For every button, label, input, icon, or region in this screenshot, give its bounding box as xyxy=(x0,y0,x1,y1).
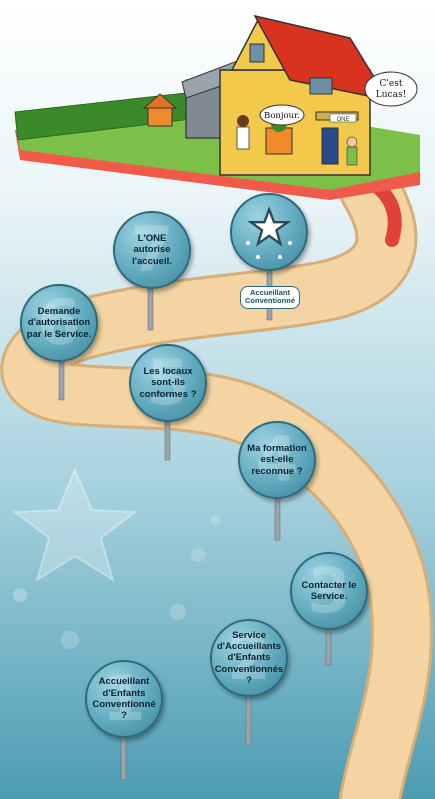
house-door xyxy=(321,127,339,165)
step-label: Ma formation est-elle reconnue ? xyxy=(247,442,307,477)
step-label: Contacter le Service. xyxy=(301,579,357,602)
doghouse-roof xyxy=(142,93,178,109)
house-window xyxy=(309,77,333,95)
person-body xyxy=(236,126,250,150)
step-number: 2 xyxy=(227,621,271,694)
person-head xyxy=(237,115,249,127)
step-number: 1 xyxy=(102,662,146,735)
step-sign-7: 7 L'ONE autorise l'accueil. xyxy=(113,211,191,289)
step-label: L'ONE autorise l'accueil. xyxy=(132,232,172,267)
doghouse xyxy=(147,105,173,127)
step-label: Les locaux sont-ils conformes ? xyxy=(139,365,197,400)
decorative-dot xyxy=(61,631,79,649)
step-sign-6: 6 Demande d'autorisation par le Service. xyxy=(20,284,98,362)
step-number: 4 xyxy=(255,423,299,496)
lucas-head xyxy=(346,136,358,148)
step-number: 6 xyxy=(37,286,81,359)
decorative-dot xyxy=(170,604,186,620)
step-number: 7 xyxy=(130,213,174,286)
speech-lucas-text-line1: C'est xyxy=(380,79,403,89)
final-goal-sign xyxy=(230,193,308,271)
step-number: 3 xyxy=(307,554,351,627)
step-label: Service d'Accueillants d'Enfants Convent… xyxy=(214,629,284,687)
step-sign-1: 1 Accueillant d'Enfants Conventionné ? xyxy=(85,660,163,738)
plaque xyxy=(329,113,357,123)
plaque-text: ONE xyxy=(336,117,349,123)
lucas-body xyxy=(346,146,358,166)
speech-bubble-bonjour xyxy=(259,104,305,126)
decorative-dot xyxy=(210,515,220,525)
speech-lucas-text-line2: Lucas! xyxy=(376,90,406,100)
step-sign-2: 2 Service d'Accueillants d'Enfants Conve… xyxy=(210,619,288,697)
house-window xyxy=(249,43,265,63)
step-sign-5: 5 Les locaux sont-ils conformes ? xyxy=(129,344,207,422)
decorative-dot xyxy=(13,588,27,602)
star-icon xyxy=(246,205,292,259)
step-label: Demande d'autorisation par le Service. xyxy=(26,305,92,340)
decorative-dot xyxy=(191,548,205,562)
decorative-star-icon xyxy=(12,467,138,583)
final-goal-tag: Accueillant Conventionné xyxy=(240,286,300,309)
winding-path-surface xyxy=(3,162,431,799)
step-sign-4: 4 Ma formation est-elle reconnue ? xyxy=(238,421,316,499)
speech-bonjour-text: Bonjour. xyxy=(264,111,300,121)
step-label: Accueillant d'Enfants Conventionné ? xyxy=(92,676,156,722)
speech-bubble-lucas xyxy=(364,71,418,107)
step-number: 5 xyxy=(146,346,190,419)
planter xyxy=(265,127,293,155)
step-sign-3: 3 Contacter le Service. xyxy=(290,552,368,630)
